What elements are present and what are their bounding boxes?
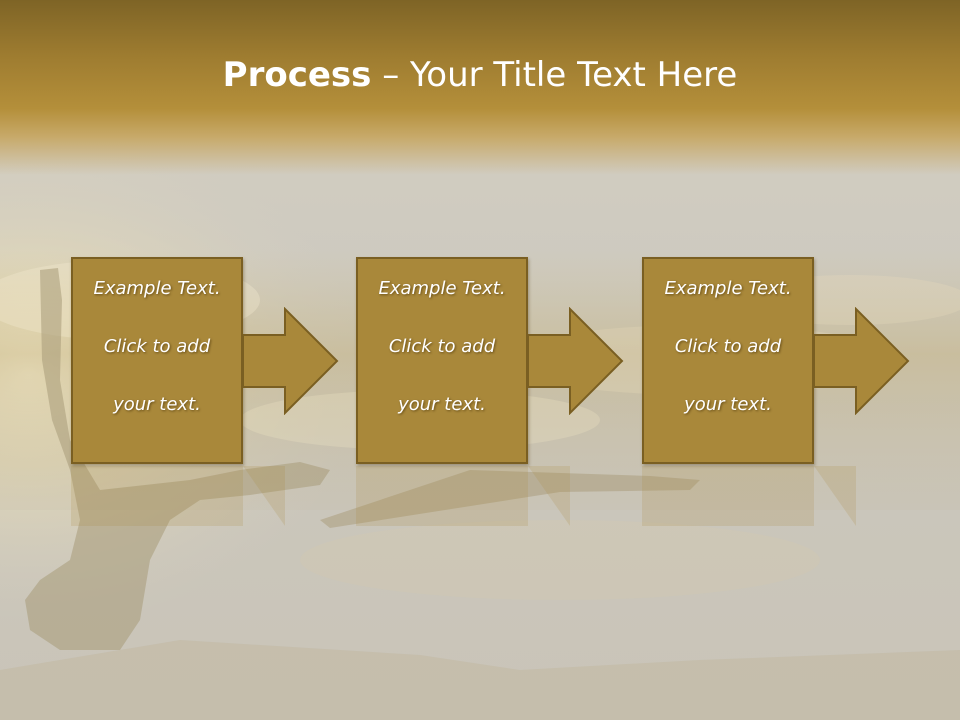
step-text-line: Example Text. (93, 278, 221, 299)
process-step-1[interactable]: Example Text. Click to add your text. (71, 257, 243, 464)
step-text-line: Click to add (388, 336, 496, 357)
step-text-line: Example Text. (378, 278, 506, 299)
step-text-line: Click to add (103, 336, 211, 357)
title-band (0, 0, 960, 175)
step-text-line: Example Text. (664, 278, 792, 299)
title-rest-part: Your Title Text Here (410, 55, 738, 95)
process-step-3[interactable]: Example Text. Click to add your text. (642, 257, 814, 464)
right-arrow-icon (243, 307, 339, 415)
step-2-text: Example Text. Click to add your text. (367, 245, 517, 448)
process-step-2[interactable]: Example Text. Click to add your text. (356, 257, 528, 464)
slide-title[interactable]: Process – Your Title Text Here (0, 52, 960, 98)
title-bold-part: Process (222, 55, 372, 95)
step-1-text: Example Text. Click to add your text. (82, 245, 232, 448)
right-arrow-icon (814, 307, 910, 415)
step-text-line: Click to add (674, 336, 782, 357)
step-text-line: your text. (113, 394, 201, 415)
step-3-text: Example Text. Click to add your text. (653, 245, 803, 448)
step-text-line: your text. (684, 394, 772, 415)
right-arrow-icon (528, 307, 624, 415)
step-text-line: your text. (398, 394, 486, 415)
title-separator: – (371, 55, 411, 95)
